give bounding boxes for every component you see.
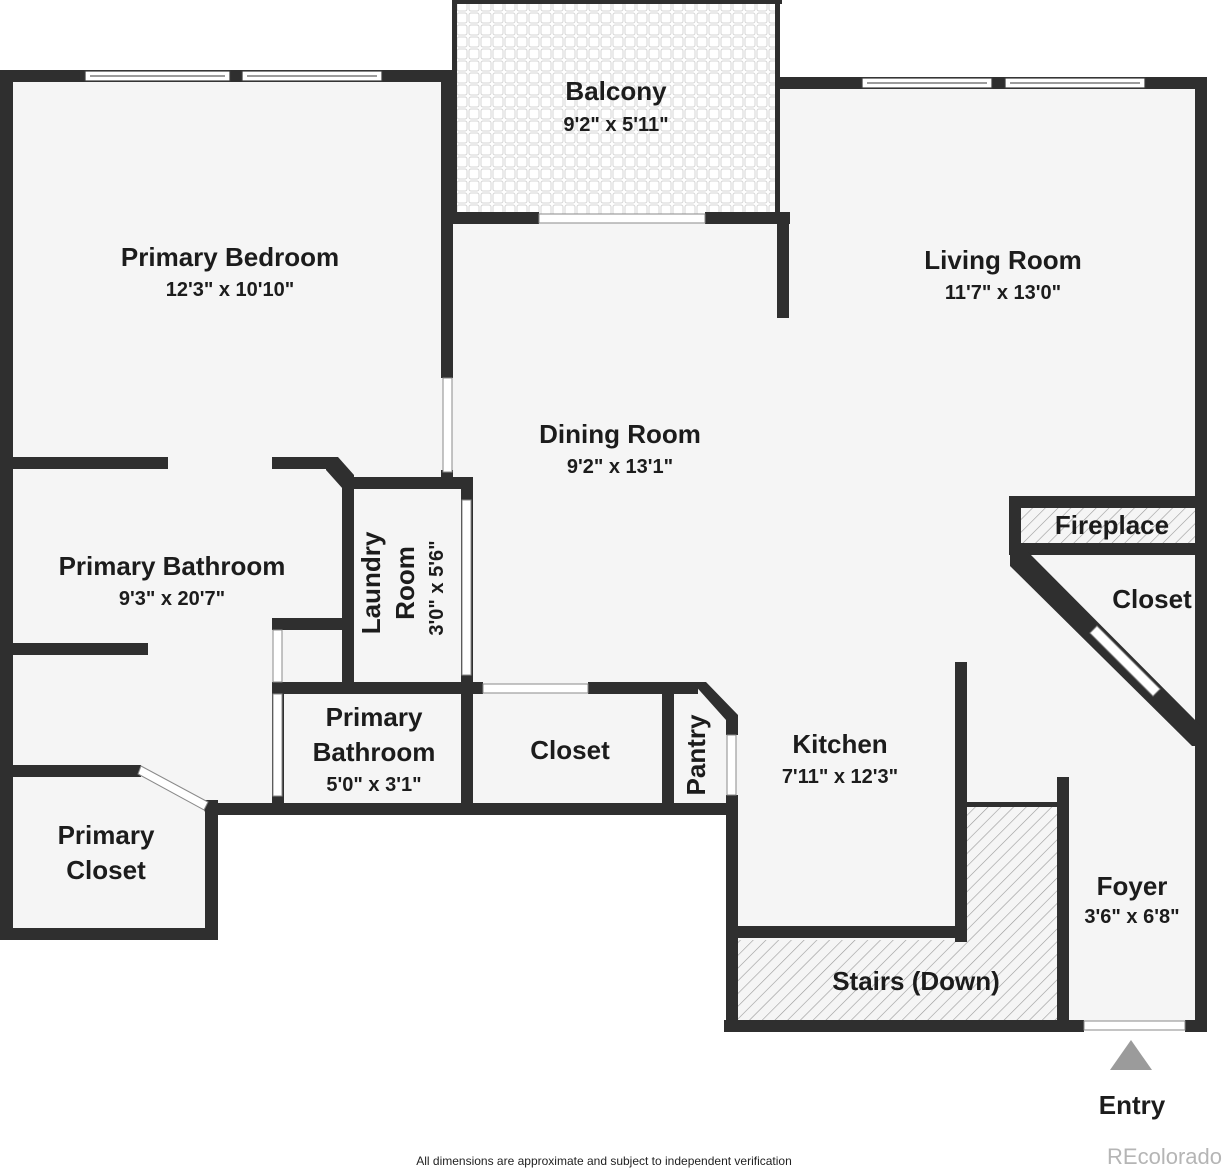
bath-door [272, 629, 283, 683]
closet-right-name: Closet [1112, 584, 1192, 614]
primary-bedroom-dims: 12'3" x 10'10" [166, 279, 295, 301]
primary-bedroom-name: Primary Bedroom [121, 242, 339, 272]
primary-bathroom-small-line1: Primary [326, 702, 423, 732]
primary-bathroom-small-dims: 5'0" x 3'1" [326, 774, 421, 796]
primary-bathroom-name: Primary Bathroom [59, 551, 286, 581]
balcony-dims: 9'2" x 5'11" [563, 114, 668, 136]
pantry-name: Pantry [681, 714, 711, 795]
closet-door [482, 683, 589, 694]
closet-middle-name: Closet [530, 735, 610, 765]
balcony-door [538, 213, 706, 224]
laundry-door [461, 499, 472, 676]
stairs-name: Stairs (Down) [832, 966, 1000, 996]
entry-door [1083, 1020, 1186, 1031]
entry-arrow-icon [1110, 1040, 1152, 1070]
fireplace-hatch [1020, 508, 1196, 543]
primary-closet-door [137, 765, 209, 811]
room-labels: Balcony 9'2" x 5'11" Primary Bedroom 12'… [58, 76, 1222, 1168]
stairs-hatch-upper [966, 806, 1059, 946]
pantry-door [726, 734, 737, 796]
balcony-area [455, 2, 777, 214]
laundry-name-line1: Laundry [356, 531, 386, 634]
brand-watermark: REcolorado [1107, 1144, 1222, 1168]
living-room-name: Living Room [924, 245, 1081, 275]
fireplace-name: Fireplace [1055, 510, 1169, 540]
right-closet-door [1089, 625, 1161, 697]
kitchen-name: Kitchen [792, 729, 887, 759]
primary-bathroom-dims: 9'3" x 20'7" [119, 588, 225, 610]
dining-room-dims: 9'2" x 13'1" [567, 456, 673, 478]
foyer-name: Foyer [1097, 871, 1168, 901]
floor-areas [10, 2, 1200, 1025]
entry-label: Entry [1099, 1090, 1166, 1120]
laundry-dims: 3'0" x 5'6" [426, 540, 448, 635]
living-room-dims: 11'7" x 13'0" [945, 282, 1061, 304]
windows [84, 70, 1186, 1031]
kitchen-dims: 7'11" x 12'3" [782, 766, 898, 788]
stairs-hatch [737, 940, 1059, 1020]
primary-closet-line1: Primary [58, 820, 155, 850]
bedroom-door [442, 377, 453, 473]
bath-small-door [272, 693, 283, 797]
dining-room-name: Dining Room [539, 419, 701, 449]
disclaimer: All dimensions are approximate and subje… [416, 1154, 792, 1168]
primary-bathroom-small-line2: Bathroom [313, 737, 436, 767]
foyer-dims: 3'6" x 6'8" [1084, 906, 1179, 928]
primary-closet-line2: Closet [66, 855, 146, 885]
balcony-name: Balcony [565, 76, 667, 106]
laundry-name-line2: Room [390, 546, 420, 620]
